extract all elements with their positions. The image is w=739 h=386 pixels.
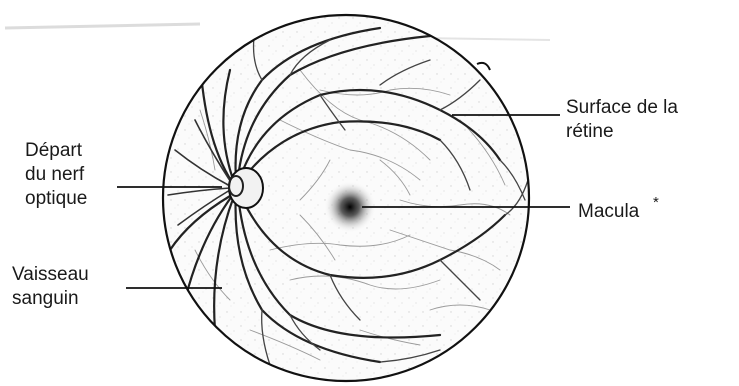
optic-nerve-label-line-3: optique — [25, 187, 87, 211]
blood-vessel-label-line-2: sanguin — [12, 287, 89, 311]
optic-nerve-label-line-2: du nerf — [25, 163, 87, 187]
blood-vessel-label-line-1: Vaisseau — [12, 263, 89, 287]
retina-fundus — [163, 15, 529, 381]
macula-label-text: Macula — [578, 200, 639, 224]
optic-nerve-label-line-1: Départ — [25, 139, 87, 163]
surface-label-line-2: rétine — [566, 120, 678, 144]
macula-label: Macula — [578, 200, 639, 224]
optic-nerve-label: Départ du nerf optique — [25, 139, 87, 211]
optic-disc — [229, 168, 263, 208]
surface-label-line-1: Surface de la — [566, 96, 678, 120]
macula-asterisk: * — [653, 194, 659, 211]
blood-vessel-label: Vaisseau sanguin — [12, 263, 89, 311]
surface-label: Surface de la rétine — [566, 96, 678, 144]
scan-smudge — [5, 24, 200, 28]
rim-nub — [477, 63, 490, 70]
